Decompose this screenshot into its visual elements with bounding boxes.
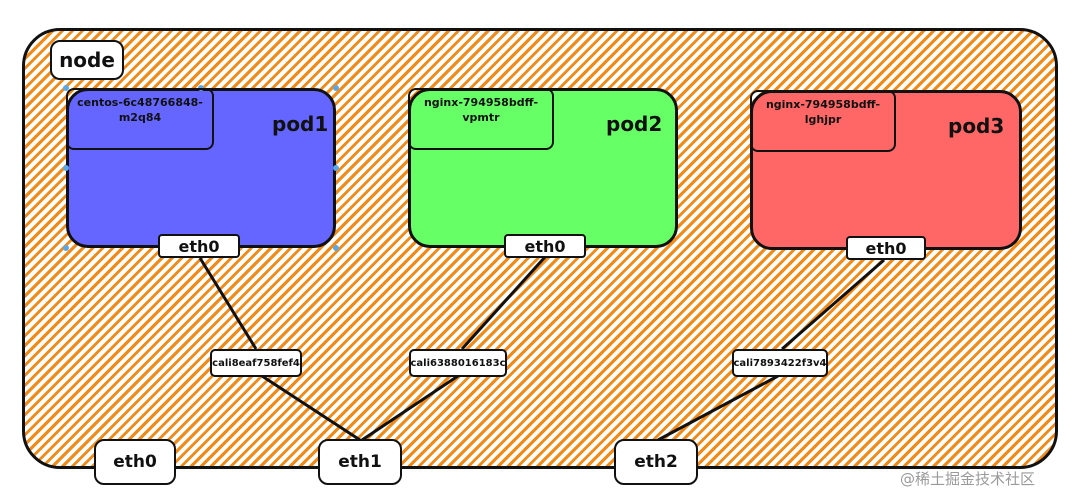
pod2-name: nginx-794958bdff- vpmtr (408, 88, 554, 150)
link-pod3-cali3 (781, 258, 885, 351)
selection-handle (63, 165, 69, 171)
pod3-name: nginx-794958bdff- lghjpr (750, 90, 896, 152)
link-cali2-eth1 (361, 374, 459, 442)
selection-handle (333, 85, 339, 91)
pod2-eth0: eth0 (504, 234, 586, 258)
pod2-title: pod2 (606, 112, 663, 136)
selection-handle (63, 85, 69, 91)
cali-interface-3: cali7893422f3v4 (732, 349, 828, 377)
pod3-eth0: eth0 (846, 236, 926, 260)
link-cali1-eth1 (261, 374, 361, 442)
pod2-box (408, 88, 678, 248)
host-eth1: eth1 (318, 439, 402, 485)
pod1-title: pod1 (272, 112, 329, 136)
link-pod2-cali2 (460, 255, 547, 351)
watermark: @稀土掘金技术社区 (900, 470, 1036, 488)
selection-handle (63, 245, 69, 251)
host-eth0: eth0 (94, 439, 176, 485)
node-label: node (50, 40, 124, 80)
cali-interface-1: cali8eaf758fef4 (210, 349, 302, 377)
host-eth2: eth2 (614, 439, 698, 485)
pod1-name: centos-6c48766848- m2q84 (66, 88, 214, 150)
selection-handle (333, 245, 339, 251)
link-pod1-cali1 (198, 257, 258, 350)
selection-handle (333, 165, 339, 171)
pod3-title: pod3 (948, 114, 1005, 138)
link-cali3-eth2 (657, 374, 779, 442)
cali-interface-2: cali6388016183c (409, 349, 507, 377)
pod1-eth0: eth0 (158, 234, 240, 258)
